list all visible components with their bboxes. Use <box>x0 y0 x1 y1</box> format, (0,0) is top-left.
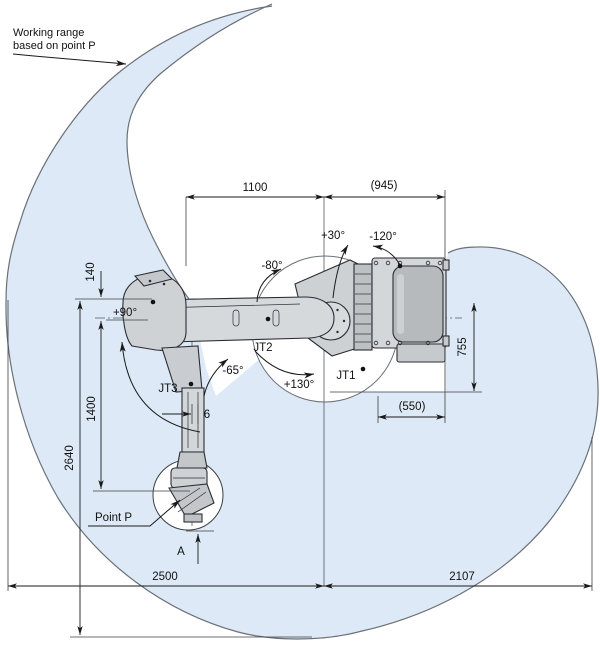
inner-boundary-curve <box>126 3 273 300</box>
section-a-label: A <box>177 546 185 558</box>
angle-jt3-plus-label: +90° <box>113 307 137 319</box>
joint-markers <box>150 263 403 387</box>
angle-jt3-minus-label: -65° <box>222 365 243 377</box>
angle-jt3-minus: -65° <box>203 358 244 397</box>
fin-lines <box>355 273 371 343</box>
shoulder-point-marker <box>150 299 156 305</box>
dim-2107-label: 2107 <box>449 571 475 583</box>
dim-945-label: (945) <box>371 180 398 192</box>
angle-jt1-plus: +30° <box>321 230 349 299</box>
dim-1100: 1100 <box>186 182 324 200</box>
section-a-callout: A <box>177 534 201 564</box>
dim-2500: 2500 <box>8 571 324 589</box>
working-range-outline <box>5 5 599 640</box>
robot-connector-fins <box>353 263 373 351</box>
shoulder-bolt-2 <box>162 282 166 286</box>
working-range-label-line2: based on point P <box>13 40 96 52</box>
angle-jt1-minus: -120° <box>369 231 401 266</box>
jt1-arc-anchor <box>397 263 403 269</box>
dim-2500-label: 2500 <box>152 571 178 583</box>
arm-slot-2 <box>272 309 280 327</box>
angle-jt3-plus: +90° <box>113 307 201 433</box>
robot-lower-arm <box>181 387 205 453</box>
dim-1400-label: 1400 <box>86 396 98 422</box>
shoulder-bolt-1 <box>148 279 152 283</box>
extension-lines <box>7 190 593 638</box>
dim-2640-label: 2640 <box>64 445 76 471</box>
dim-2107: 2107 <box>324 571 592 589</box>
joint-label-jt1: JT1 <box>336 370 355 382</box>
dim-6-label: 6 <box>204 409 210 421</box>
angle-jt2-minus-label: -80° <box>261 260 282 272</box>
dim-140-label: 140 <box>85 262 97 281</box>
robot-wrist-flange <box>168 483 215 518</box>
base-bolts <box>373 260 443 346</box>
jt3-point-marker <box>188 381 194 387</box>
angle-jt1-minus-label: -120° <box>369 231 397 243</box>
dim-1400: 1400 <box>86 321 104 489</box>
dim-140: 140 <box>85 262 104 297</box>
dim-2640: 2640 <box>64 301 83 635</box>
dim-1100-label: 1100 <box>243 182 268 194</box>
point-p-label: Point P <box>95 512 132 524</box>
robot-upper-arm <box>149 296 335 343</box>
dim-550: (550) <box>378 401 445 420</box>
jt1-point-marker <box>360 366 366 372</box>
robot-base-foot <box>396 343 446 363</box>
joint-label-jt3: JT3 <box>158 383 177 395</box>
working-range-callout: Working range based on point P <box>12 27 127 67</box>
joint-label-jt2: JT2 <box>253 342 272 354</box>
point-p-leader <box>88 499 181 527</box>
robot-shoulder-cap <box>133 269 174 287</box>
working-range-leader <box>12 53 127 67</box>
angle-jt2-minus: -80° <box>256 260 283 303</box>
robot-base-motor-cover <box>392 265 444 343</box>
dim-6: 6 <box>162 409 210 421</box>
angle-jt2-plus: +130° <box>254 350 315 391</box>
arm-slot-1 <box>232 309 240 327</box>
base-tab-top <box>442 259 450 271</box>
flange-hatch-2 <box>177 491 207 513</box>
motor-cover-highlight <box>397 274 404 334</box>
dim-945: (945) <box>324 180 445 200</box>
jt2-point-marker <box>265 316 271 322</box>
dim-550-label: (550) <box>399 401 426 413</box>
angle-jt2-plus-label: +130° <box>284 379 315 391</box>
dim-755-label: 755 <box>457 337 469 356</box>
working-range-label-line1: Working range <box>13 27 84 39</box>
robot-wrist-collar <box>176 451 208 469</box>
robot-body <box>122 257 450 523</box>
angle-jt1-plus-label: +30° <box>321 230 345 242</box>
robot-wrist-foot <box>183 513 203 523</box>
dim-755: 755 <box>457 303 477 391</box>
point-p-callout: Point P <box>88 499 181 527</box>
base-tab-bottom <box>442 335 450 347</box>
